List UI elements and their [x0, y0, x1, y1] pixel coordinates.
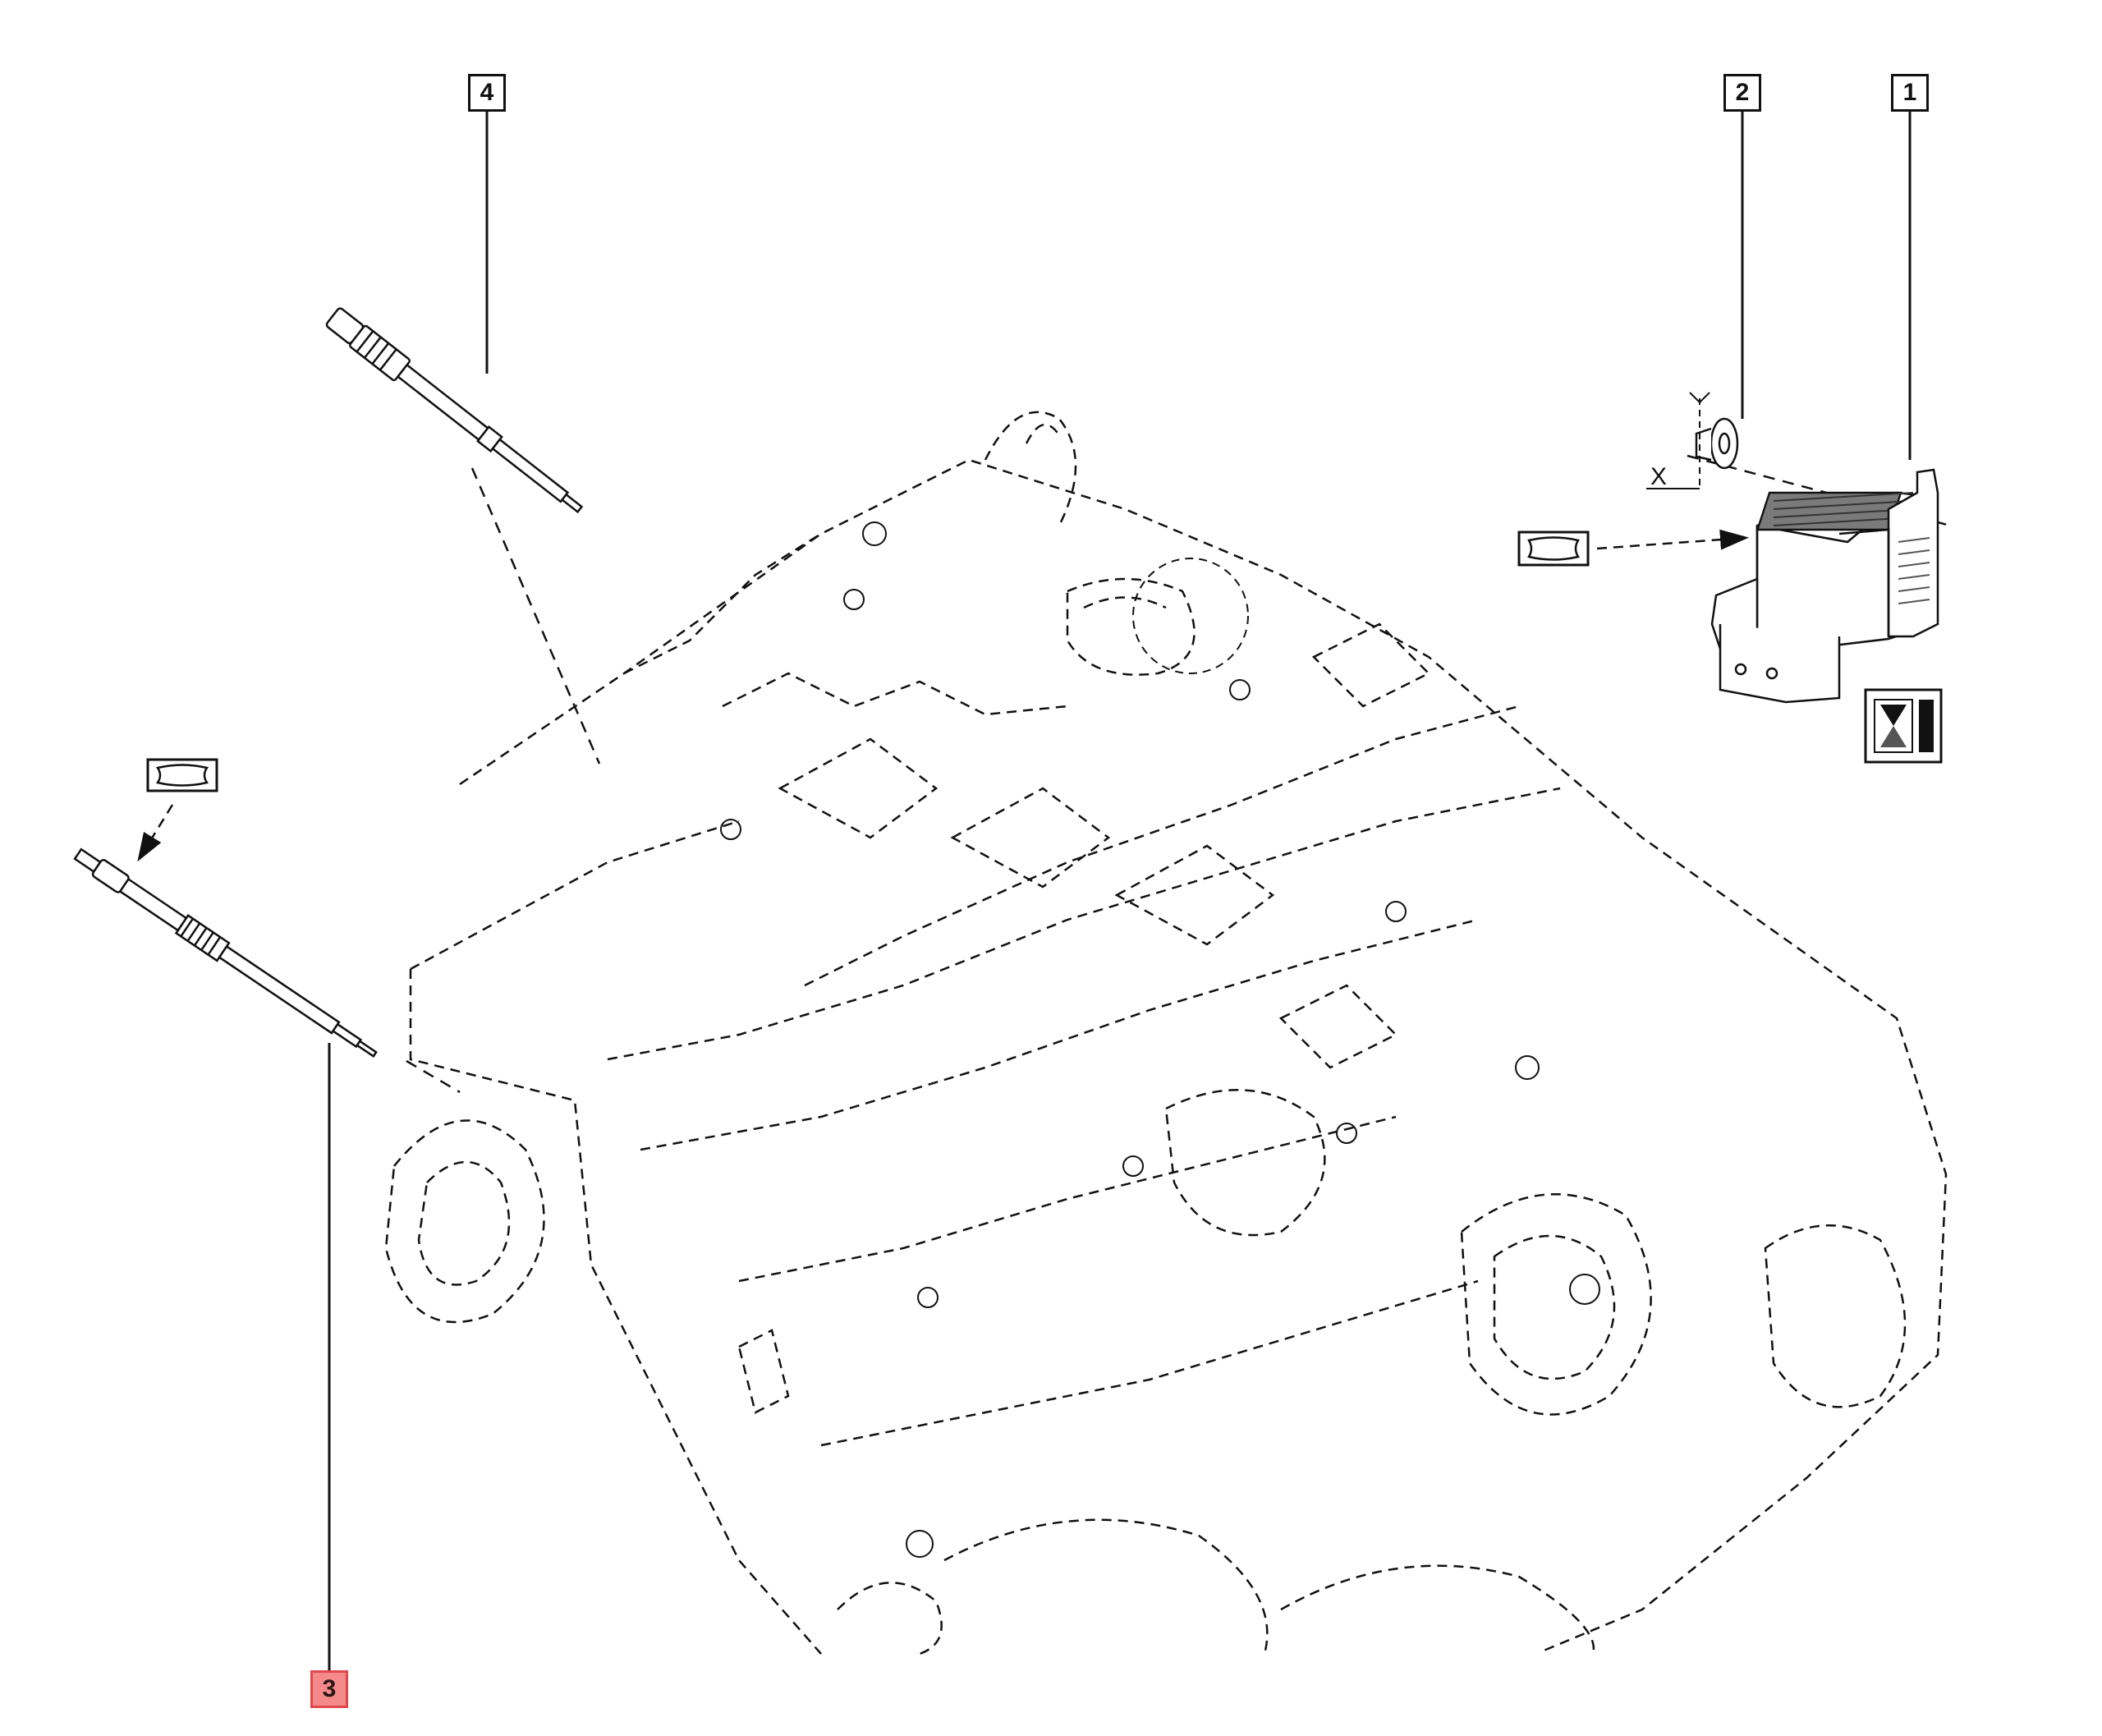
dimension-x-marker	[1646, 392, 1710, 489]
glow-plug-part-4[interactable]	[324, 305, 588, 519]
glow-relay-part-1[interactable]	[1710, 468, 1939, 704]
installation-paths	[406, 454, 1951, 1094]
engine-details	[720, 521, 1600, 1558]
leader-lines	[328, 112, 1912, 1670]
callout-2[interactable]: 2	[1723, 74, 1761, 112]
glow-plug-part-3[interactable]	[72, 845, 381, 1063]
grease-symbol-right	[1517, 529, 1749, 567]
grease-symbol-left	[137, 758, 218, 862]
dimension-x-label: X	[1650, 463, 1667, 490]
hourglass-symbol	[1864, 688, 1943, 764]
callout-3-highlighted[interactable]: 3	[310, 1670, 348, 1708]
nut-part-2[interactable]	[1695, 417, 1739, 470]
callout-1[interactable]: 1	[1891, 74, 1929, 112]
callout-4[interactable]: 4	[468, 74, 506, 112]
engine-block-outline	[384, 411, 1948, 1656]
